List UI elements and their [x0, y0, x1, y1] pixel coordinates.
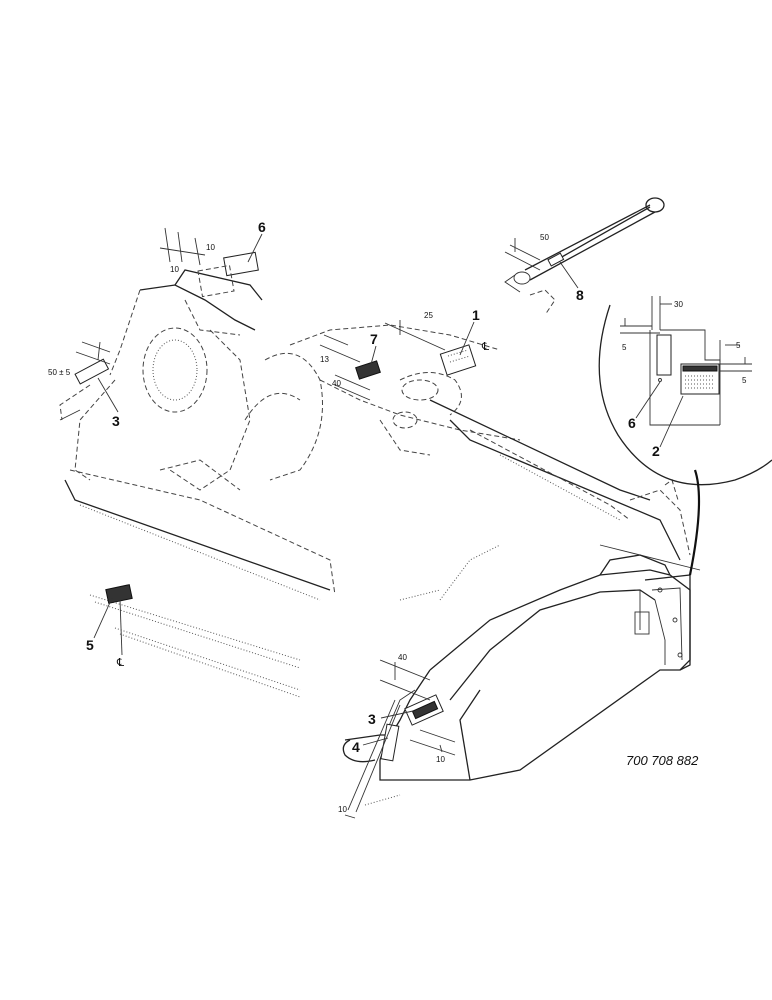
leader-lines — [93, 233, 684, 746]
shield-guard — [342, 544, 691, 781]
dimension-labels: 10 10 50 ± 5 25 13 40 50 30 5 5 5 40 10 … — [48, 233, 747, 814]
callout-4: 4 — [352, 739, 360, 755]
callout-3-left: 3 — [112, 413, 120, 429]
center-beam — [289, 324, 701, 571]
callout-8: 8 — [576, 287, 584, 303]
callout-7: 7 — [370, 331, 378, 347]
dim-5-detail-right-bottom: 5 — [742, 376, 747, 385]
dim-25: 25 — [424, 311, 433, 320]
centerline-symbol-top: ℄ — [481, 341, 489, 353]
dim-10-lower-right: 10 — [436, 755, 445, 764]
callout-6-left: 6 — [258, 219, 266, 235]
callout-2: 2 — [652, 443, 660, 459]
dim-10-left: 10 — [170, 265, 179, 274]
callout-labels: 6 3 1 7 8 6 2 5 3 4 — [86, 219, 660, 755]
dim-50: 50 — [540, 233, 549, 242]
figure-number: 700 708 882 — [626, 753, 699, 768]
dim-10-top: 10 — [206, 243, 215, 252]
detail-view — [598, 296, 772, 576]
callout-3-lower: 3 — [368, 711, 376, 727]
dim-40-lower: 40 — [398, 653, 407, 662]
callout-1: 1 — [472, 307, 480, 323]
dim-50-pm-5: 50 ± 5 — [48, 368, 71, 377]
callout-5: 5 — [86, 637, 94, 653]
gas-cylinder — [504, 197, 665, 316]
dim-13: 13 — [320, 355, 329, 364]
dim-40-upper: 40 — [332, 379, 341, 388]
dim-5-detail-right-top: 5 — [736, 341, 741, 350]
dim-30: 30 — [674, 300, 683, 309]
dim-5-detail-left: 5 — [622, 343, 627, 352]
decals — [74, 251, 477, 762]
left-frame — [59, 269, 336, 698]
centerline-symbol-bottom: ℄ — [116, 657, 124, 669]
dimension-lines — [75, 227, 541, 819]
dim-10-bottom: 10 — [338, 805, 347, 814]
callout-6-detail: 6 — [628, 415, 636, 431]
